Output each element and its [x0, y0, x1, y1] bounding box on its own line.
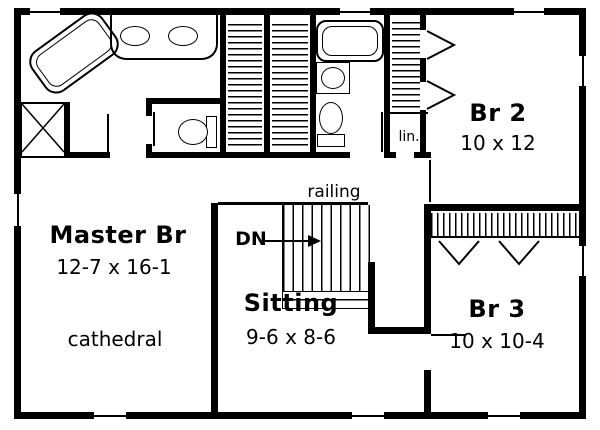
linen-shelf-line [390, 112, 428, 114]
wall-wc-north [146, 98, 226, 104]
wall-outer-right [579, 8, 586, 419]
bathtub-inner [322, 26, 378, 56]
linen-label: lin. [398, 129, 420, 145]
door-leaf [107, 114, 109, 152]
wall-bath2-west [310, 8, 316, 158]
window-marker [352, 412, 384, 419]
wall-stair-east [368, 262, 375, 334]
wall-br2-br3-divider [424, 204, 579, 211]
room-dims-br2: 10 x 12 [460, 131, 536, 155]
corner-tub-inner [32, 15, 116, 91]
wall-hall-north [146, 152, 350, 158]
wall-outer-bottom [14, 412, 586, 419]
door-leaf [429, 160, 431, 202]
door-leaf [381, 112, 383, 152]
room-dims-master: 12-7 x 16-1 [56, 255, 172, 279]
room-label-master: Master Br [49, 221, 187, 249]
sink-icon [120, 26, 150, 46]
wall-stub [420, 8, 426, 30]
railing-line [218, 202, 368, 205]
wall-closet-west [220, 8, 226, 152]
wall-wc-west-lower [146, 144, 152, 158]
room-label-br3: Br 3 [468, 295, 526, 323]
railing-label: railing [307, 182, 361, 202]
toilet-bowl-icon [319, 102, 343, 134]
down-label: DN [235, 228, 267, 250]
wall-stub [384, 152, 396, 158]
closet-hatch [228, 24, 262, 148]
wall-shower-east [64, 102, 70, 156]
window-marker [488, 412, 520, 419]
window-marker [579, 246, 586, 276]
shower-x-icon [21, 103, 65, 153]
room-label-br2: Br 2 [469, 99, 527, 127]
bathtub-icon [316, 20, 384, 62]
wall-br3-west-lower [424, 370, 431, 415]
room-dims-sitting: 9-6 x 8-6 [246, 325, 336, 349]
wall-closet-divider [264, 8, 270, 152]
room-note-master: cathedral [67, 327, 163, 351]
wall-outer-top [14, 8, 586, 15]
wall-wc-west-upper [146, 98, 152, 116]
wall-bath2-east [384, 8, 390, 158]
vanity-counter-icon [110, 8, 218, 60]
door-leaf [153, 112, 155, 146]
toilet-tank-icon [317, 134, 345, 147]
wall-br3-west-upper [424, 204, 431, 334]
window-marker [340, 8, 370, 15]
closet-hatch [431, 213, 579, 236]
wall-master-east [211, 203, 218, 412]
wall-stub [420, 110, 426, 158]
sink-icon [168, 26, 198, 46]
room-label-sitting: Sitting [243, 289, 339, 317]
room-dims-br3: 10 x 10-4 [449, 329, 545, 353]
window-marker [14, 194, 21, 226]
bifold-door-icon [438, 240, 480, 266]
wall-stair-south [368, 327, 431, 334]
wall-stub [420, 58, 426, 82]
window-marker [30, 8, 60, 15]
stairs-icon [282, 205, 370, 292]
sink-icon [321, 67, 345, 89]
toilet-bowl-icon [178, 119, 208, 145]
dn-arrow-icon [264, 235, 321, 247]
window-marker [579, 56, 586, 86]
bifold-door-icon [498, 240, 540, 266]
window-marker [94, 412, 126, 419]
bifold-door-icon [426, 80, 457, 110]
door-leaf [431, 334, 465, 336]
closet-hatch [392, 22, 420, 110]
window-marker [514, 8, 544, 15]
closet-hatch [272, 24, 308, 148]
bifold-door-icon [426, 30, 457, 60]
closet-front-line [431, 236, 579, 238]
